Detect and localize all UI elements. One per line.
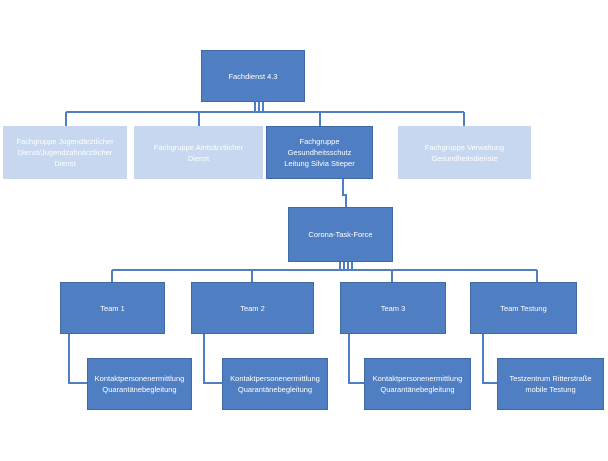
group-3-line-2: Leitung Silvia Stieper <box>284 159 355 168</box>
connector-top <box>254 102 264 112</box>
sub-4-line-1: Testzentrum Ritterstraße <box>509 374 592 383</box>
node-sub-2: Kontaktpersonenermittlung Quarantänebegl… <box>222 358 328 410</box>
connector-sub-1 <box>68 334 87 384</box>
node-team-3: Team 3 <box>340 282 446 334</box>
node-sub-3: Kontaktpersonenermittlung Quarantänebegl… <box>364 358 471 410</box>
sub-3-line-1: Kontaktpersonenermittlung <box>372 374 463 383</box>
node-group-2: Fachgruppe Amtsärztlicher Dienst <box>134 126 263 179</box>
group-4-line-1: Fachgruppe Verwaltung <box>424 142 505 152</box>
node-sub-1: Kontaktpersonenermittlung Quarantänebegl… <box>87 358 192 410</box>
connector-taskforce-bus <box>339 262 353 270</box>
node-group-3: Fachgruppe Gesundheitsschutz Leitung Sil… <box>266 126 373 179</box>
group-3-line-1: Fachgruppe Gesundheitsschutz <box>287 137 352 157</box>
connector-sub-2 <box>203 334 222 384</box>
group-4-line-2: Gesundheitsdienste <box>431 153 498 163</box>
group-2-line-2: Dienst <box>187 153 210 163</box>
connector-taskforce <box>342 179 347 207</box>
team-3-label: Team 3 <box>380 303 406 313</box>
group-1-line-3: Dienst <box>54 159 76 168</box>
node-group-1: Fachgruppe Jugendärztlicher Dienst/Jugen… <box>3 126 127 179</box>
connector-sub-3 <box>348 334 364 384</box>
node-team-1: Team 1 <box>60 282 165 334</box>
team-4-label: Team Testung <box>500 303 547 313</box>
connector-sub-4 <box>482 334 497 384</box>
node-group-4: Fachgruppe Verwaltung Gesundheitsdienste <box>398 126 531 179</box>
sub-4-line-2: mobile Testung <box>525 385 576 394</box>
group-2-line-1: Fachgruppe Amtsärztlicher <box>153 142 244 152</box>
group-1-line-1: Fachgruppe Jugendärztlicher <box>16 137 114 146</box>
node-sub-4: Testzentrum Ritterstraße mobile Testung <box>497 358 604 410</box>
team-1-label: Team 1 <box>100 303 125 313</box>
group-1-line-2: Dienst/Jugendzahnärztlicher <box>17 148 113 157</box>
sub-3-line-2: Quarantänebegleitung <box>380 385 455 394</box>
node-fachdienst-label: Fachdienst 4.3 <box>228 71 278 81</box>
node-taskforce: Corona-Task-Force <box>288 207 393 262</box>
team-2-label: Team 2 <box>240 303 265 313</box>
node-team-2: Team 2 <box>191 282 314 334</box>
node-team-4: Team Testung <box>470 282 577 334</box>
sub-2-line-2: Quarantänebegleitung <box>237 385 313 394</box>
sub-1-line-1: Kontaktpersonenermittlung <box>94 374 185 383</box>
sub-1-line-2: Quarantänebegleitung <box>102 385 177 394</box>
node-fachdienst: Fachdienst 4.3 <box>201 50 305 102</box>
node-taskforce-label: Corona-Task-Force <box>308 230 373 239</box>
sub-2-line-1: Kontaktpersonenermittlung <box>230 374 320 383</box>
